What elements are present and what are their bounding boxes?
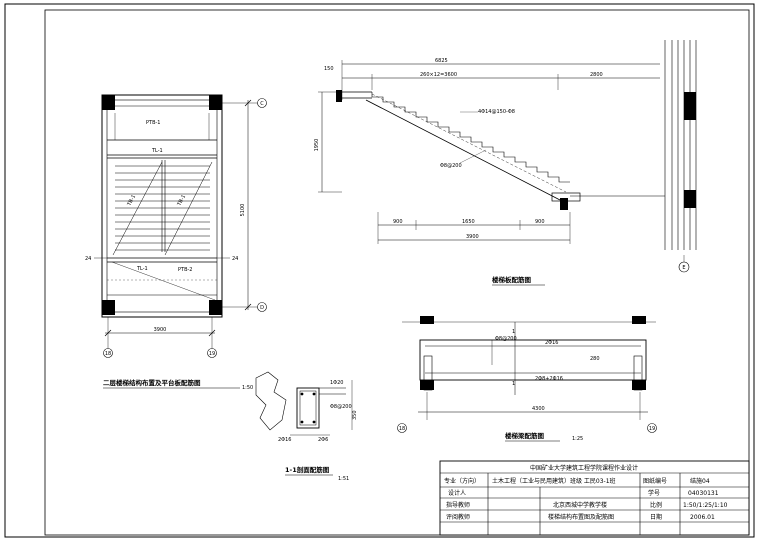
tb-r1-c4: 结施04 (690, 477, 710, 485)
tb-r4-c4: 2006.01 (690, 514, 715, 521)
detail-dim-bottom1: 2Φ16 (278, 437, 291, 443)
section-dim-steps: 260×12=3600 (420, 72, 457, 78)
tb-r1-c1: 专业（方向） (444, 477, 480, 485)
section-wall-beam-top (684, 92, 696, 120)
section-note-bar: Φ8@200 (440, 163, 462, 169)
svg-text:18: 18 (105, 351, 111, 357)
svg-text:E: E (682, 265, 685, 271)
tb-r4-c1: 评阅教师 (446, 513, 470, 521)
beam-mark-bottom: 1 (512, 381, 515, 387)
section-dim-right: 2800 (590, 72, 603, 78)
tag-tb1-right: TB-1 (176, 194, 187, 208)
detail-scale: 1:51 (338, 476, 349, 482)
plan-column-br (209, 300, 222, 315)
plan-title: 二层楼梯结构布置及平台板配筋图 (103, 378, 201, 387)
plan-wall-outline (101, 94, 223, 318)
plan-scale: 1:50 (242, 385, 253, 391)
plan-axis-c (257, 98, 267, 108)
drawing-inner-frame (44, 9, 750, 536)
plan-column-bl (102, 300, 115, 315)
section-dim-b2: 1650 (462, 219, 475, 225)
tb-r3-c1: 指导教师 (446, 501, 470, 509)
section-wall-beam-bottom (684, 190, 696, 208)
tag-tl1-top: TL-1 (151, 148, 163, 154)
tb-r2-c3: 学号 (648, 489, 660, 497)
tb-r4-c2: 楼梯结构布置图及配筋图 (548, 513, 614, 521)
detail-title: 1-1剖面配筋图 (285, 465, 330, 474)
section-note-top: 4Φ14@150-Φ8 (478, 109, 515, 115)
detail-dim-side: 350 (352, 410, 358, 420)
svg-text:18: 18 (399, 426, 405, 432)
plan-dim-width: 3900 (154, 327, 167, 333)
beam-note-bottom: 2Φ8+2Φ16 (535, 376, 563, 382)
stair-section-view: 6825 260×12=3600 2800 150 4Φ14@150-Φ8 Φ8… (314, 40, 697, 286)
section-dim-b3: 900 (535, 219, 545, 225)
stair-plan-view: PTB-1 TL-1 TB-1 TB-1 TL-1 PTB-2 24 24 51… (85, 94, 267, 391)
beam-body (419, 339, 647, 381)
tb-r2-c1: 设计人 (448, 489, 466, 497)
plan-dim-height: 5100 (240, 204, 246, 217)
detail-dim-bottom2: 2Φ6 (318, 437, 328, 443)
plan-column-tr (209, 95, 222, 110)
drawing-outer-frame (4, 3, 755, 538)
title-block: 中国矿业大学建筑工程学院课程作业设计 专业（方向） 土木工程（工业与民用建筑）班… (439, 460, 750, 536)
tb-r3-c4: 1:50/1:25/1:10 (683, 502, 728, 509)
tag-tb1-left: TB-1 (126, 194, 137, 208)
section-1-1-detail: 1Φ20 Φ8@200 350 2Φ16 2Φ6 1-1剖面配筋图 1:51 (255, 371, 358, 482)
level-right: 24 (232, 256, 238, 262)
tb-r3-c3: 比例 (650, 501, 662, 509)
beam-scale: 1:25 (572, 436, 583, 442)
plan-column-tl (102, 95, 115, 110)
svg-text:19: 19 (209, 351, 215, 357)
plan-axis-d (257, 302, 267, 312)
section-dim-top: 6825 (435, 58, 448, 64)
tb-r4-c3: 日期 (650, 513, 662, 521)
tag-ptb2: PTB-2 (178, 267, 193, 273)
tag-ptb1: PTB-1 (146, 120, 161, 126)
level-left: 24 (85, 256, 91, 262)
beam-axis-19 (647, 423, 657, 433)
section-dim-small: 150 (324, 66, 334, 72)
detail-beam-rect (296, 387, 320, 429)
beam-dim-total: 4300 (532, 406, 545, 412)
beam-mark-top: 1 (512, 329, 515, 335)
tb-r1-c3: 图纸编号 (643, 477, 667, 485)
beam-axis-18 (397, 423, 407, 433)
plan-stair-treads (115, 165, 210, 251)
svg-text:19: 19 (649, 426, 655, 432)
beam-note-right: 2Φ16 (545, 340, 558, 346)
beam-title: 楼梯梁配筋图 (505, 431, 545, 440)
plan-axis-18 (103, 348, 113, 358)
section-axis-e (678, 261, 690, 273)
beam-note-left: 280 (590, 356, 600, 362)
svg-text:D: D (260, 305, 264, 311)
beam-note-top: Φ8@200 (495, 336, 517, 342)
section-title: 楼梯板配筋图 (492, 275, 532, 284)
plan-axis-19 (207, 348, 217, 358)
stair-beam-elevation: 1 1 Φ8@200 2Φ16 280 2Φ8+2Φ16 4300 18 19 … (397, 316, 657, 442)
tb-header: 中国矿业大学建筑工程学院课程作业设计 (530, 464, 638, 472)
tb-r3-c2: 北京西城中学教学楼 (553, 501, 607, 509)
section-stair-steps (371, 92, 570, 183)
section-dim-total: 3900 (466, 234, 479, 240)
detail-label-mid: Φ8@200 (330, 404, 352, 410)
tb-r2-c4: 04030131 (688, 490, 719, 497)
section-dim-rise: 1950 (314, 139, 320, 152)
tb-r1-c2: 土木工程（工业与民用建筑）班级 工民03-1班 (492, 477, 616, 485)
section-dim-b1: 900 (393, 219, 403, 225)
svg-text:C: C (260, 101, 264, 107)
tag-tl1-bottom: TL-1 (136, 266, 148, 272)
detail-dim-top: 1Φ20 (330, 380, 343, 386)
